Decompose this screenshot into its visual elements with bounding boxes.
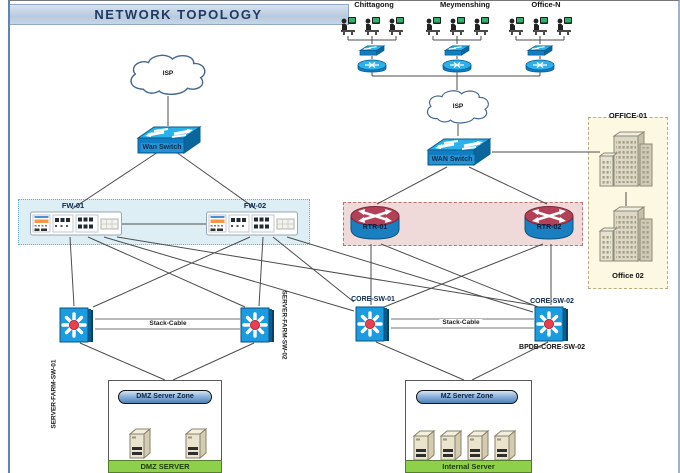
isp-left-label: ISP <box>162 70 174 77</box>
site-switch-icon <box>357 44 387 56</box>
server-icon <box>492 430 518 462</box>
workstation-icon <box>531 16 549 36</box>
core-stack-cable-label: Stack-Cable <box>439 319 483 327</box>
workstation-icon <box>363 16 381 36</box>
core-sw-02-label: CORE-SW-02 <box>530 298 574 305</box>
firewall-appliance-icon <box>206 210 298 237</box>
server-farm-sw-02-label: SERVER-FARM-SW-02 <box>280 290 288 360</box>
workstation-icon <box>507 16 525 36</box>
core-switch-icon <box>534 306 570 342</box>
router-1-label: RTR-01 <box>362 224 388 231</box>
server-icon <box>438 430 464 462</box>
wan-switch-left-label: Wan Switch <box>140 143 184 152</box>
wan-switch-right-label: WAN Switch <box>429 155 475 164</box>
site-label-meymenshing: Meymenshing <box>439 0 491 9</box>
workstation-icon <box>339 16 357 36</box>
site-label-chittagong: Chittagong <box>354 0 394 9</box>
server-icon <box>183 428 209 460</box>
site-router-icon <box>442 59 472 73</box>
dmz-zone-pill: DMZ Server Zone <box>118 390 212 404</box>
workstation-icon <box>555 16 573 36</box>
office-zone-label: OFFICE-01 <box>608 111 648 120</box>
server-farm-sw-01-label: SERVER-FARM-SW-01 <box>50 359 58 429</box>
wan-switch-right-icon <box>424 134 492 170</box>
site-label-office-n: Office-N <box>531 0 561 9</box>
core-sw-01-label: CORE-SW-01 <box>351 296 395 303</box>
server-icon <box>465 430 491 462</box>
page-title: NETWORK TOPOLOGY <box>8 4 349 25</box>
workstation-icon <box>472 16 490 36</box>
office-02-label: Office 02 <box>612 271 644 280</box>
bpdb-core-sw-02-label: BPDB-CORE-SW-02 <box>519 344 585 351</box>
server-icon <box>411 430 437 462</box>
isp-right-label: ISP <box>452 103 464 110</box>
server-farm-switch-icon <box>240 307 276 343</box>
internal-server-bar: Internal Server <box>405 460 532 473</box>
server-farm-switch-icon <box>59 307 95 343</box>
workstation-icon <box>387 16 405 36</box>
workstation-icon <box>448 16 466 36</box>
core-switch-icon <box>355 306 391 342</box>
workstation-icon <box>424 16 442 36</box>
farm-stack-cable-label: Stack-Cable <box>146 320 190 328</box>
dmz-server-bar: DMZ SERVER <box>108 460 222 473</box>
office-building-icon <box>598 130 654 192</box>
office-building-icon <box>598 205 654 267</box>
router-2-label: RTR-02 <box>536 224 562 231</box>
wan-switch-left-icon <box>134 122 202 158</box>
mz-zone-pill: MZ Server Zone <box>416 390 518 404</box>
firewall-2-label: FW-02 <box>243 201 267 210</box>
firewall-appliance-icon <box>30 210 122 237</box>
site-router-icon <box>357 59 387 73</box>
firewall-1-label: FW-01 <box>61 201 85 210</box>
server-icon <box>127 428 153 460</box>
site-router-icon <box>525 59 555 73</box>
site-switch-icon <box>525 44 555 56</box>
site-switch-icon <box>442 44 472 56</box>
